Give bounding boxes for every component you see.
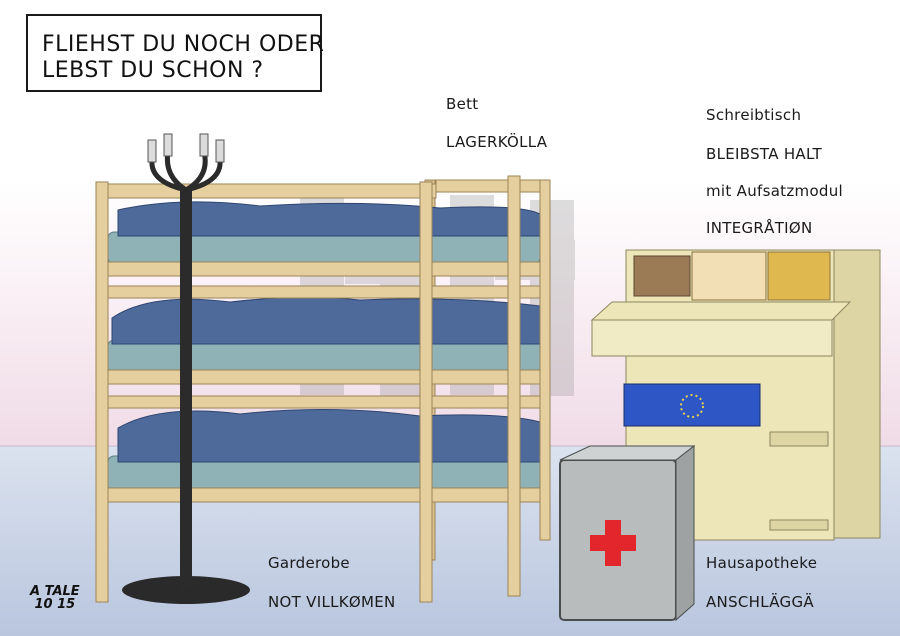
signature-line-2: 10 15 (34, 597, 76, 612)
title-line-1: FLIEHST DU NOCH ODER (42, 32, 325, 57)
desk-module-label: INTEGRÅTIØN (706, 219, 813, 237)
bed-category-label: Bett (446, 95, 479, 113)
bed-level-middle (107, 296, 541, 375)
red-cross-icon (590, 520, 636, 566)
desk-category-label: Schreibtisch (706, 106, 802, 124)
bed-level-top (107, 201, 541, 265)
medicine-cabinet-category-label: Hausapotheke (706, 554, 818, 572)
title-line-2: LEBST DU SCHON ? (42, 58, 264, 83)
bed-product-label: LAGERKÖLLA (446, 133, 548, 151)
coat-rack (122, 133, 250, 604)
coat-rack-product-label: NOT VILLKØMEN (268, 593, 396, 611)
desk-module-note-label: mit Aufsatzmodul (706, 182, 844, 200)
title-box: FLIEHST DU NOCH ODER LEBST DU SCHON ? (26, 14, 325, 92)
medicine-cabinet-product-label: ANSCHLÄGGÄ (706, 593, 814, 611)
artist-signature: A TALE 10 15 (30, 585, 80, 611)
medicine-cabinet (559, 444, 696, 622)
coat-rack-category-label: Garderobe (268, 554, 350, 572)
bed-level-bottom (107, 408, 541, 493)
signature-line-1: A TALE (30, 584, 80, 599)
desk-product-label: BLEIBSTA HALT (706, 145, 823, 163)
eu-stars-icon (680, 394, 704, 418)
eu-drawer (623, 383, 761, 427)
